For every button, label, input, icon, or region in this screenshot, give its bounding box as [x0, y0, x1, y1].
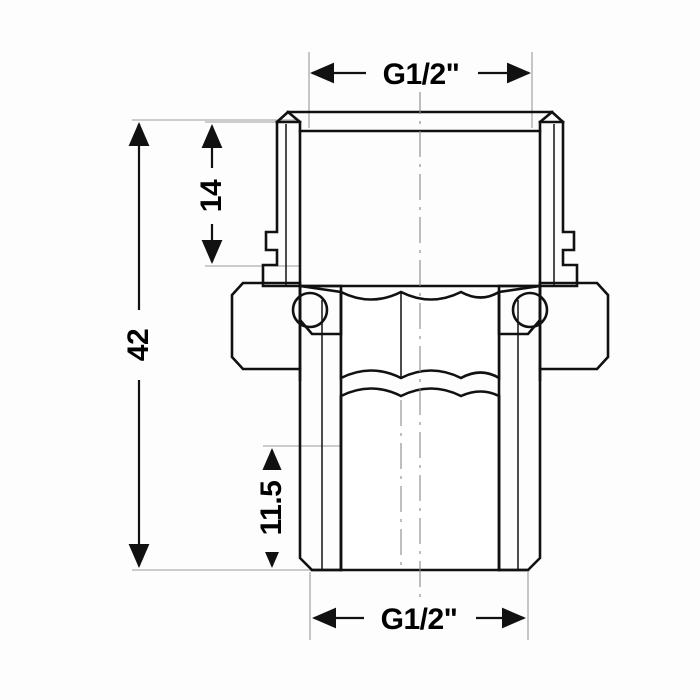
- dimension-label-lower-thread-length: 11.5: [255, 481, 288, 536]
- o-ring-seal-right: [497, 284, 549, 336]
- dimension-bottom-thread: G1/2": [311, 599, 527, 637]
- dimension-label-bottom-thread: G1/2": [381, 603, 458, 636]
- dimension-label-overall-height: 42: [122, 329, 155, 361]
- hex-flange-right: [538, 281, 610, 371]
- dimension-lower-thread-length: 11.5: [254, 447, 292, 569]
- upper-socket-wall-left: [261, 120, 302, 288]
- dimension-upper-socket-depth: 14: [194, 123, 232, 265]
- upper-socket-wall-right: [538, 120, 579, 288]
- dimension-top-thread: G1/2": [309, 54, 532, 92]
- dimension-overall-height: 42: [120, 121, 158, 569]
- dimension-label-upper-socket-depth: 14: [195, 179, 228, 212]
- hex-flange-left: [230, 281, 302, 371]
- dimension-label-top-thread: G1/2": [383, 58, 460, 91]
- internal-thread-upper: [339, 289, 501, 381]
- o-ring-seal-left: [291, 284, 343, 336]
